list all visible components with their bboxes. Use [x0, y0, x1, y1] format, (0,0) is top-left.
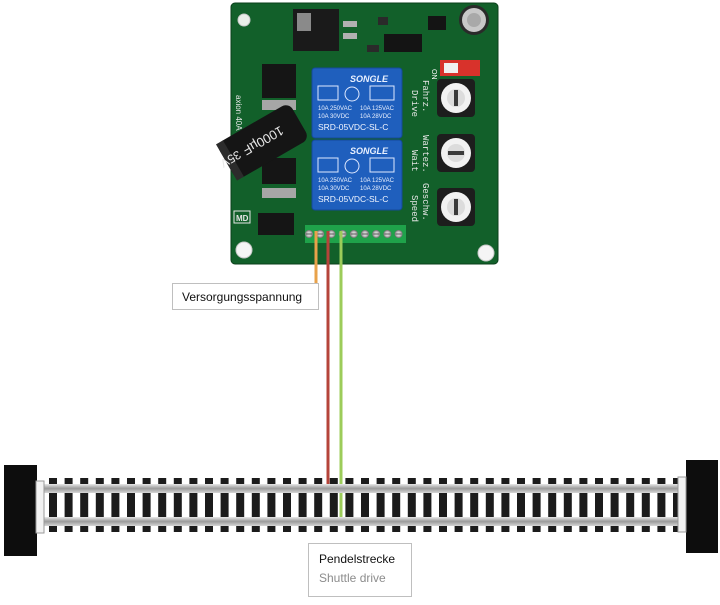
mounting-holes [235, 13, 495, 262]
buffer-stop-left [4, 465, 37, 556]
sleeper [314, 478, 323, 532]
sleeper [548, 478, 557, 532]
supply-voltage-label: Versorgungsspannung [172, 283, 319, 310]
sleeper [563, 478, 572, 532]
sleeper [392, 478, 401, 532]
relays: SONGLE 10A 250VAC 10A 30VDC 10A 125VAC 10A 2… [311, 67, 403, 211]
relay-rating: 10A 30VDC [318, 114, 350, 120]
relay-rating: 10A 125VAC [360, 106, 395, 112]
relay-brand: SONGLE [350, 146, 389, 156]
sleeper [595, 478, 603, 532]
small-capacitor [459, 5, 489, 35]
ic-chips [367, 16, 446, 52]
potentiometer-wait [437, 134, 475, 172]
relay-rating: 10A 30VDC [318, 186, 350, 192]
sleeper [657, 478, 666, 532]
rail-top [20, 484, 700, 493]
label-speed: Speed [409, 195, 419, 222]
sleeper [345, 478, 354, 532]
sleeper [298, 478, 307, 532]
dip-switch: ON [430, 60, 480, 80]
supply-voltage-text: Versorgungsspannung [182, 290, 303, 304]
sleeper [329, 478, 338, 532]
track [4, 460, 718, 556]
sleeper [205, 478, 213, 532]
sleeper [376, 478, 385, 532]
sleeper [236, 478, 245, 532]
voltage-regulator [293, 9, 357, 51]
sleeper [80, 478, 89, 532]
potentiometer-speed [437, 188, 475, 226]
sleeper [485, 478, 494, 532]
sleeper [220, 478, 229, 532]
sleeper [532, 478, 541, 532]
md-logo: MD [233, 210, 251, 224]
track-label-de: Pendelstrecke [319, 552, 396, 566]
relay-rating: 10A 125VAC [360, 178, 395, 184]
sleeper [173, 478, 182, 532]
label-wait: Wait [409, 150, 419, 172]
sleeper [127, 478, 135, 532]
relay: SONGLE 10A 250VAC 10A 30VDC 10A 125VAC 10A 2… [311, 67, 403, 139]
sleeper [579, 478, 588, 532]
sleeper [189, 478, 198, 532]
sleeper [610, 478, 619, 532]
relay-rating: 10A 250VAC [318, 178, 353, 184]
sleeper [407, 478, 416, 532]
sleeper [626, 478, 635, 532]
sleeper [470, 478, 479, 532]
track-label-en: Shuttle drive [319, 571, 386, 585]
buffer-stop-right [686, 460, 718, 553]
sleeper [64, 478, 73, 532]
logo-text: MD [236, 214, 249, 223]
label-speed-de: Geschw. [420, 183, 430, 221]
relay: SONGLE 10A 250VAC 10A 30VDC 10A 125VAC 10A 2… [311, 139, 403, 211]
sleeper [454, 478, 463, 532]
track-label: Pendelstrecke Shuttle drive [308, 543, 412, 597]
potentiometers [437, 79, 475, 226]
relay-model: SRD-05VDC-SL-C [318, 122, 388, 132]
sleeper [673, 478, 681, 532]
relay-rating: 10A 250VAC [318, 106, 353, 112]
relay-brand: SONGLE [350, 74, 389, 84]
sleeper [439, 478, 447, 532]
sleeper [423, 478, 432, 532]
pot-labels: Drive Fahrz. Wait Wartez. Speed Geschw. [409, 80, 430, 222]
label-wait-de: Wartez. [420, 135, 430, 173]
wires [314, 231, 343, 520]
label-drive-de: Fahrz. [420, 80, 430, 112]
sleeper [158, 478, 167, 532]
sleeper [95, 478, 104, 532]
rail-bottom [20, 517, 700, 526]
main-capacitor: 1000µF 35V [215, 105, 307, 181]
terminal-block [305, 225, 406, 243]
sleeper [517, 478, 525, 532]
relay-model: SRD-05VDC-SL-C [318, 194, 388, 204]
board-side-label: axion 40A [234, 95, 243, 131]
label-drive: Drive [409, 90, 419, 117]
sleeper [251, 478, 260, 532]
sleeper [111, 478, 120, 532]
sleeper [267, 478, 276, 532]
sleeper [641, 478, 650, 532]
sleeper [142, 478, 151, 532]
sleeper [49, 478, 57, 532]
controller-board: ON 1000µF 35V axion 40A SONGLE 10A 250VAC… [215, 2, 499, 265]
relay-rating: 10A 28VDC [360, 114, 392, 120]
sleeper [361, 478, 369, 532]
sleepers [49, 478, 681, 532]
sleeper [501, 478, 510, 532]
relay-rating: 10A 28VDC [360, 186, 392, 192]
switch-label: ON [430, 69, 437, 80]
sleeper [283, 478, 291, 532]
potentiometer-drive [437, 79, 475, 117]
